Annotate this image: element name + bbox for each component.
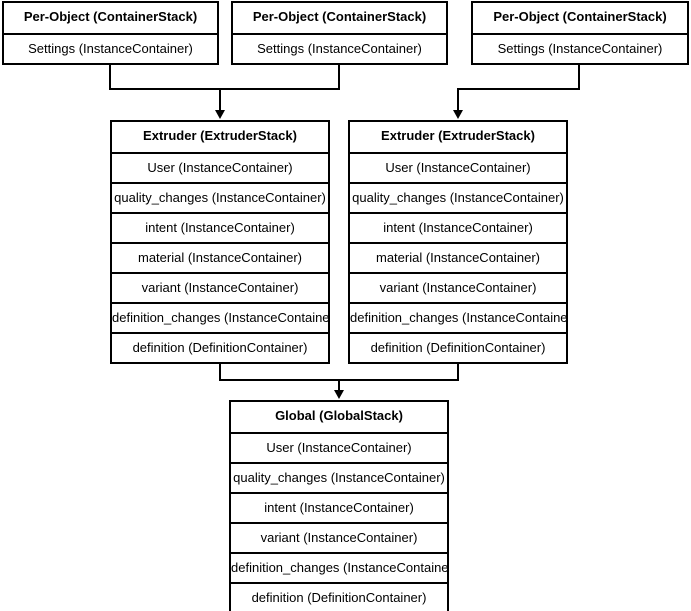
global-stack-row-variant: variant (InstanceContainer) [231, 522, 447, 552]
extruder-stack-1-row-user: User (InstanceContainer) [112, 152, 328, 182]
connector-extruder1-to-global-vertical [219, 360, 221, 381]
extruder-stack-2-row-user: User (InstanceContainer) [350, 152, 566, 182]
global-stack-box[interactable]: Global (GlobalStack) User (InstanceConta… [229, 400, 449, 611]
connector-extruder1-merge-bar [109, 88, 340, 90]
extruder-stack-1-row-definition: definition (DefinitionContainer) [112, 332, 328, 362]
per-object-stack-1-header: Per-Object (ContainerStack) [4, 3, 217, 33]
extruder-stack-2-row-definition: definition (DefinitionContainer) [350, 332, 566, 362]
per-object-stack-box-3[interactable]: Per-Object (ContainerStack) Settings (In… [471, 1, 689, 65]
connector-global-arrow-stem [338, 379, 340, 392]
extruder-stack-2-row-material: material (InstanceContainer) [350, 242, 566, 272]
arrowhead-into-extruder-2 [453, 110, 463, 119]
extruder-stack-2-row-quality-changes: quality_changes (InstanceContainer) [350, 182, 566, 212]
connector-extruder2-merge-bar [457, 88, 580, 90]
arrowhead-into-global [334, 390, 344, 399]
extruder-stack-1-row-quality-changes: quality_changes (InstanceContainer) [112, 182, 328, 212]
extruder-stack-2-row-definition-changes: definition_changes (InstanceContainer) [350, 302, 566, 332]
extruder-stack-2-header: Extruder (ExtruderStack) [350, 122, 566, 152]
extruder-stack-1-row-definition-changes: definition_changes (InstanceContainer) [112, 302, 328, 332]
connector-perobject2-to-extruder1-vertical [338, 61, 340, 90]
per-object-stack-3-row-settings: Settings (InstanceContainer) [473, 33, 687, 63]
per-object-stack-2-header: Per-Object (ContainerStack) [233, 3, 446, 33]
per-object-stack-1-row-settings: Settings (InstanceContainer) [4, 33, 217, 63]
connector-extruder1-arrow-stem [219, 88, 221, 112]
global-stack-row-user: User (InstanceContainer) [231, 432, 447, 462]
global-stack-row-definition: definition (DefinitionContainer) [231, 582, 447, 611]
per-object-stack-box-2[interactable]: Per-Object (ContainerStack) Settings (In… [231, 1, 448, 65]
global-stack-row-quality-changes: quality_changes (InstanceContainer) [231, 462, 447, 492]
arrowhead-into-extruder-1 [215, 110, 225, 119]
global-stack-row-intent: intent (InstanceContainer) [231, 492, 447, 522]
connector-extruder2-arrow-stem [457, 88, 459, 112]
extruder-stack-box-1[interactable]: Extruder (ExtruderStack) User (InstanceC… [110, 120, 330, 364]
per-object-stack-2-row-settings: Settings (InstanceContainer) [233, 33, 446, 63]
extruder-stack-1-header: Extruder (ExtruderStack) [112, 122, 328, 152]
extruder-stack-2-row-intent: intent (InstanceContainer) [350, 212, 566, 242]
per-object-stack-box-1[interactable]: Per-Object (ContainerStack) Settings (In… [2, 1, 219, 65]
connector-perobject3-to-extruder2-vertical [578, 61, 580, 90]
per-object-stack-3-header: Per-Object (ContainerStack) [473, 3, 687, 33]
connector-extruder2-to-global-vertical [457, 360, 459, 381]
global-stack-row-definition-changes: definition_changes (InstanceContainer) [231, 552, 447, 582]
extruder-stack-1-row-material: material (InstanceContainer) [112, 242, 328, 272]
extruder-stack-1-row-variant: variant (InstanceContainer) [112, 272, 328, 302]
global-stack-header: Global (GlobalStack) [231, 402, 447, 432]
connector-perobject1-to-extruder1-vertical [109, 61, 111, 90]
extruder-stack-box-2[interactable]: Extruder (ExtruderStack) User (InstanceC… [348, 120, 568, 364]
extruder-stack-2-row-variant: variant (InstanceContainer) [350, 272, 566, 302]
extruder-stack-1-row-intent: intent (InstanceContainer) [112, 212, 328, 242]
